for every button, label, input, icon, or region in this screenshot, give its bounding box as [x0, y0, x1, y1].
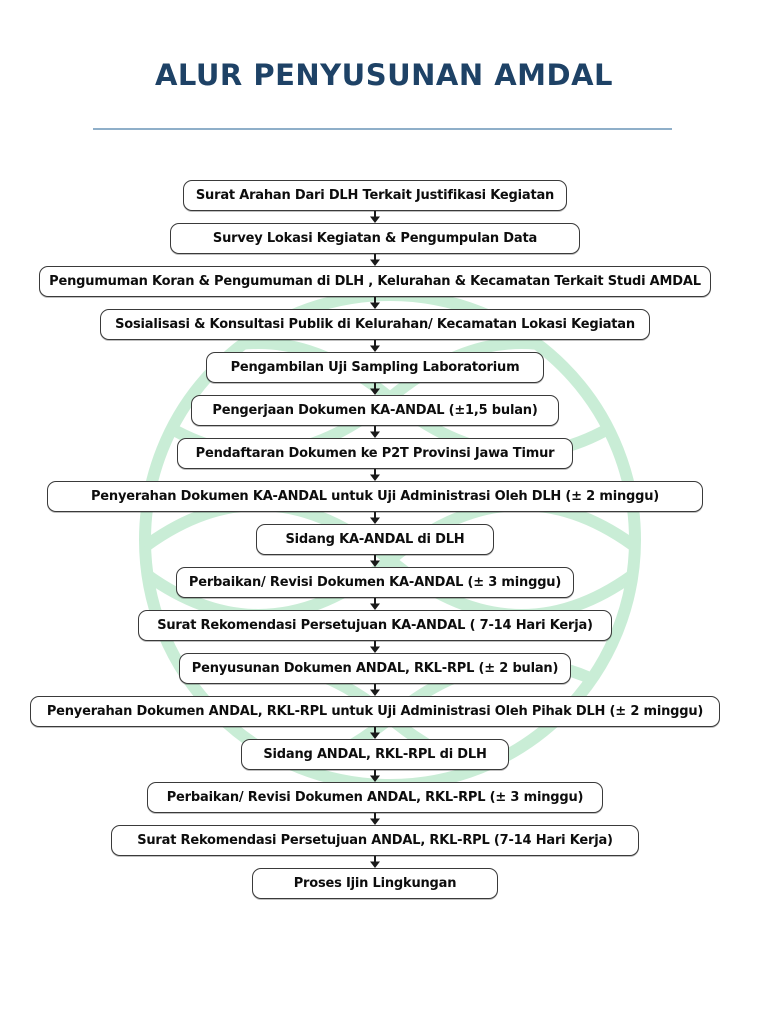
down-arrow-icon: [368, 641, 382, 653]
down-arrow-icon: [368, 727, 382, 739]
down-arrow-icon: [368, 512, 382, 524]
flow-step-box: Surat Rekomendasi Persetujuan KA-ANDAL (…: [138, 610, 612, 641]
flow-step-box: Surat Rekomendasi Persetujuan ANDAL, RKL…: [111, 825, 639, 856]
flow-step-box: Surat Arahan Dari DLH Terkait Justifikas…: [183, 180, 567, 211]
flow-step-box: Penyerahan Dokumen KA-ANDAL untuk Uji Ad…: [47, 481, 703, 512]
flow-step-box: Sosialisasi & Konsultasi Publik di Kelur…: [100, 309, 650, 340]
page-title: ALUR PENYUSUNAN AMDAL: [154, 58, 614, 92]
flowchart: Surat Arahan Dari DLH Terkait Justifikas…: [0, 180, 759, 899]
down-arrow-icon: [368, 598, 382, 610]
down-arrow-icon: [368, 211, 382, 223]
flow-step-box: Pengerjaan Dokumen KA-ANDAL (±1,5 bulan): [191, 395, 559, 426]
flow-step-box: Proses Ijin Lingkungan: [252, 868, 498, 899]
flow-step-box: Penyerahan Dokumen ANDAL, RKL-RPL untuk …: [30, 696, 720, 727]
down-arrow-icon: [368, 856, 382, 868]
flow-step-box: Pendaftaran Dokumen ke P2T Provinsi Jawa…: [177, 438, 573, 469]
flow-step-box: Penyusunan Dokumen ANDAL, RKL-RPL (± 2 b…: [179, 653, 571, 684]
down-arrow-icon: [368, 297, 382, 309]
down-arrow-icon: [368, 813, 382, 825]
down-arrow-icon: [368, 684, 382, 696]
title-divider-line: [93, 128, 672, 130]
flow-step-box: Pengumuman Koran & Pengumuman di DLH , K…: [39, 266, 711, 297]
flow-step-box: Perbaikan/ Revisi Dokumen KA-ANDAL (± 3 …: [176, 567, 574, 598]
down-arrow-icon: [368, 340, 382, 352]
flow-step-box: Sidang KA-ANDAL di DLH: [256, 524, 494, 555]
down-arrow-icon: [368, 469, 382, 481]
down-arrow-icon: [368, 383, 382, 395]
down-arrow-icon: [368, 254, 382, 266]
down-arrow-icon: [368, 770, 382, 782]
down-arrow-icon: [368, 555, 382, 567]
down-arrow-icon: [368, 426, 382, 438]
flow-step-box: Pengambilan Uji Sampling Laboratorium: [206, 352, 544, 383]
flow-step-box: Survey Lokasi Kegiatan & Pengumpulan Dat…: [170, 223, 580, 254]
flow-step-box: Perbaikan/ Revisi Dokumen ANDAL, RKL-RPL…: [147, 782, 603, 813]
flow-step-box: Sidang ANDAL, RKL-RPL di DLH: [241, 739, 509, 770]
